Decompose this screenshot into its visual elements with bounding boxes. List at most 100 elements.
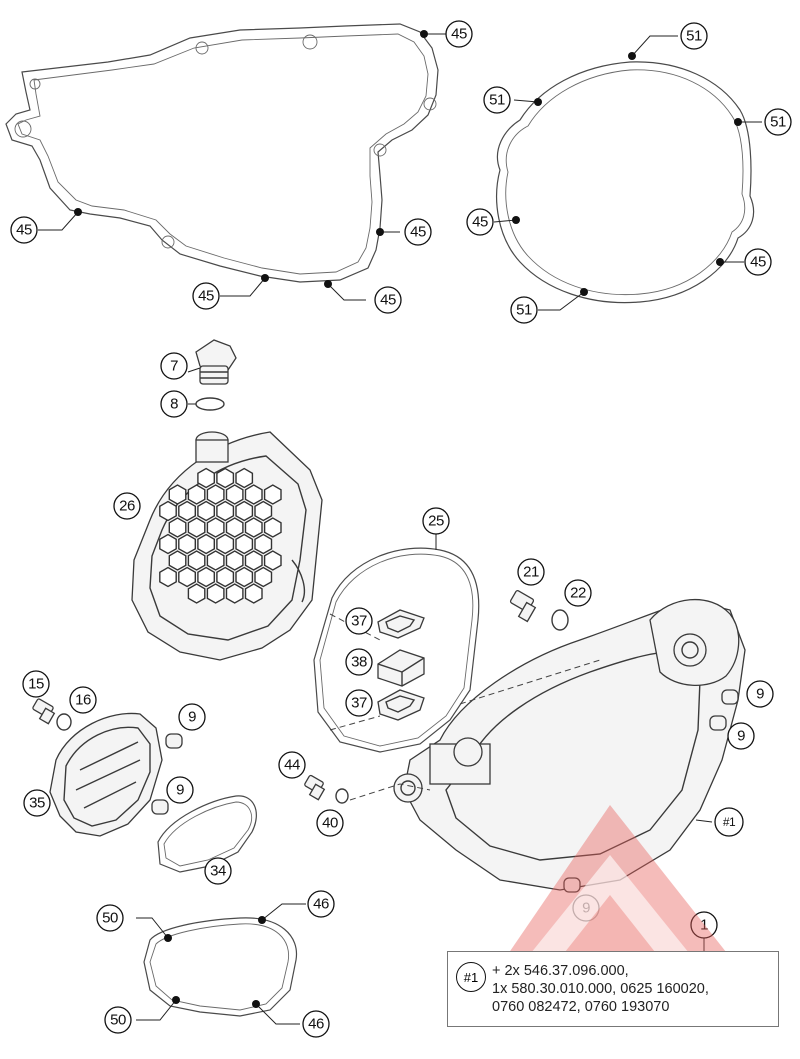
honeycomb-cell [235, 533, 254, 555]
gasket-crankcase-45 [5, 23, 439, 283]
honeycomb-cell [263, 550, 282, 571]
honeycomb-cell [187, 484, 206, 505]
honeycomb-cell [244, 550, 263, 571]
callout-51: 51 [764, 108, 792, 136]
gasket-water-pump-46-50 [143, 917, 298, 1017]
callout-9: 9 [178, 703, 206, 731]
svg-text:22: 22 [570, 585, 586, 602]
callout-35: 35 [23, 789, 51, 817]
svg-text:9: 9 [582, 900, 590, 917]
callout-45: 45 [374, 286, 402, 314]
callout-51: 51 [510, 296, 538, 324]
callout-46: 46 [302, 1010, 330, 1038]
callout-1: 1 [690, 911, 718, 939]
svg-text:40: 40 [322, 815, 338, 832]
honeycomb-cell [187, 583, 206, 604]
washer-16 [56, 713, 72, 731]
honeycomb-cell [159, 566, 177, 588]
callout-16: 16 [69, 686, 97, 714]
callout-38: 38 [345, 648, 373, 676]
honeycomb-cell [235, 467, 254, 489]
callout-50: 50 [96, 904, 124, 932]
callout-45: 45 [192, 282, 220, 310]
honeycomb-cell [168, 517, 187, 538]
honeycomb-cell [187, 550, 206, 571]
honeycomb-cell [197, 566, 216, 588]
oil-filler-plug-7 [195, 339, 237, 385]
honeycomb-cell [178, 533, 197, 555]
note-ref-badge: #1 [456, 962, 486, 992]
callout-9: 9 [166, 776, 194, 804]
callout-ref-1: #1 [714, 807, 744, 837]
gasket-water-pump-34 [157, 795, 257, 873]
dowel-sleeve-9b [709, 715, 727, 731]
callout-22: 22 [564, 579, 592, 607]
washer-40 [335, 788, 349, 804]
svg-text:16: 16 [75, 692, 91, 709]
clutch-cover-honeycomb [159, 467, 282, 604]
svg-text:50: 50 [110, 1012, 126, 1029]
o-ring-8 [195, 397, 225, 411]
svg-text:45: 45 [410, 224, 426, 241]
callout-9: 9 [572, 894, 600, 922]
honeycomb-cell [206, 583, 225, 604]
callout-40: 40 [316, 809, 344, 837]
honeycomb-cell [187, 517, 206, 538]
svg-text:51: 51 [686, 28, 702, 45]
honeycomb-cell [216, 533, 235, 555]
svg-text:45: 45 [380, 292, 396, 309]
svg-text:51: 51 [489, 92, 505, 109]
honeycomb-cell [225, 484, 244, 505]
honeycomb-cell [159, 533, 177, 555]
note-line-1: + 2x 546.37.096.000, [492, 963, 629, 979]
svg-text:21: 21 [523, 564, 539, 581]
svg-text:37: 37 [351, 695, 367, 712]
svg-text:45: 45 [750, 254, 766, 271]
honeycomb-cell [206, 517, 225, 538]
honeycomb-cell [197, 533, 216, 555]
callout-15: 15 [22, 670, 50, 698]
honeycomb-cell [254, 500, 273, 522]
gasket-ignition-51 [496, 61, 755, 304]
svg-text:45: 45 [198, 288, 214, 305]
svg-text:46: 46 [313, 896, 329, 913]
svg-text:9: 9 [188, 709, 196, 726]
honeycomb-cell [254, 566, 273, 588]
honeycomb-cell [225, 583, 244, 604]
honeycomb-cell [197, 467, 216, 489]
svg-text:34: 34 [210, 863, 226, 880]
callout-9: 9 [746, 680, 774, 708]
svg-text:51: 51 [516, 302, 532, 319]
dowel-sleeve-9e [563, 877, 581, 893]
callout-44: 44 [278, 751, 306, 779]
callout-25: 25 [422, 507, 450, 535]
honeycomb-cell [244, 583, 263, 604]
svg-text:9: 9 [176, 782, 184, 799]
svg-text:7: 7 [170, 358, 178, 375]
callout-9: 9 [727, 722, 755, 750]
seal-37-lower [377, 689, 425, 721]
svg-text:8: 8 [170, 396, 178, 413]
svg-text:45: 45 [472, 214, 488, 231]
svg-text:45: 45 [16, 222, 32, 239]
dowel-sleeve-9a [721, 689, 739, 705]
honeycomb-cell [216, 566, 235, 588]
kit-contents-note: #1 + 2x 546.37.096.000, 1x 580.30.010.00… [447, 951, 779, 1027]
callout-45: 45 [445, 20, 473, 48]
honeycomb-cell [225, 517, 244, 538]
water-pump-cover-35 [49, 712, 163, 837]
honeycomb-cell [263, 484, 282, 505]
svg-text:1: 1 [700, 917, 708, 934]
honeycomb-cell [244, 517, 263, 538]
note-line-2: 1x 580.30.010.000, 0625 160020, [492, 981, 709, 997]
callout-51: 51 [680, 22, 708, 50]
callout-46: 46 [307, 890, 335, 918]
callout-8: 8 [160, 390, 188, 418]
screw-21 [509, 590, 537, 623]
seal-37-upper [377, 609, 425, 639]
seal-38 [377, 649, 425, 687]
callout-45: 45 [10, 216, 38, 244]
callout-37: 37 [345, 689, 373, 717]
honeycomb-cell [168, 484, 187, 505]
honeycomb-cell [235, 500, 254, 522]
